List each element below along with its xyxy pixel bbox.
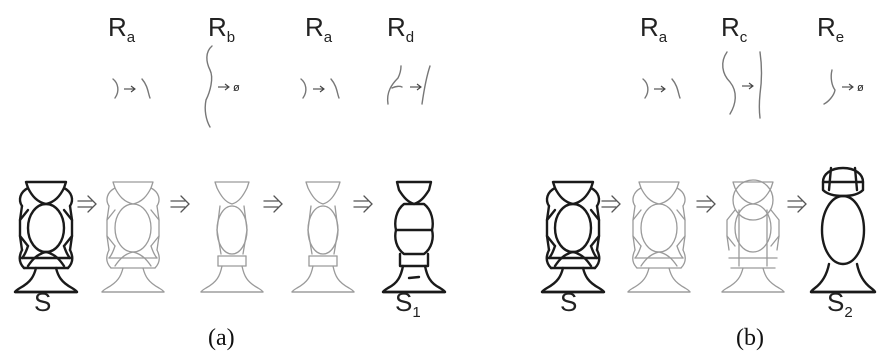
vase-figure-step3 <box>291 181 355 293</box>
vase-figure-s2 <box>809 166 877 294</box>
rule-pictogram-a4 <box>386 65 431 105</box>
rule-pictogram-a2: ø <box>204 45 240 128</box>
vase-figure-s <box>540 180 606 294</box>
rule-pictogram-b2 <box>722 51 763 119</box>
rule-pictogram-a3 <box>300 78 340 99</box>
empty-set-symbol-b3: ø <box>857 82 864 94</box>
panel-b: Ra Rc Re ø S S2 (b) <box>540 12 877 351</box>
implies-arrow <box>170 195 190 213</box>
panel-caption-b: (b) <box>736 325 764 351</box>
implies-arrow <box>787 195 807 213</box>
empty-set-symbol-a2: ø <box>233 82 240 94</box>
panel-caption-a: (a) <box>208 325 235 351</box>
figure-label-s: S <box>34 287 51 317</box>
rule-label-b3: Re <box>817 12 844 46</box>
vase-figure-step2 <box>200 181 264 293</box>
rule-pictogram-b3: ø <box>823 69 864 105</box>
figure-label-s2: S2 <box>827 287 853 321</box>
vase-figure-step1 <box>101 181 165 293</box>
rule-label-a2: Rb <box>208 12 235 46</box>
rule-label-b1: Ra <box>640 12 668 46</box>
panel-a: Ra Rb Ra Rd ø <box>13 12 447 351</box>
rule-label-a3: Ra <box>305 12 333 46</box>
rule-pictogram-a1 <box>112 78 151 99</box>
figure-label-s: S <box>560 287 577 317</box>
implies-arrow <box>353 195 373 213</box>
vase-figure-s <box>13 180 79 294</box>
rule-label-a4: Rd <box>387 12 414 46</box>
rule-label-b2: Rc <box>721 12 748 46</box>
rule-pictogram-b1 <box>642 78 681 99</box>
vase-figure-step1 <box>627 181 691 293</box>
implies-arrow <box>77 195 97 213</box>
vase-figure-s1 <box>381 180 447 294</box>
vase-figure-step2 <box>721 179 785 293</box>
implies-arrow <box>601 195 621 213</box>
rule-label-a1: Ra <box>108 12 136 46</box>
figure-label-s1: S1 <box>395 287 421 321</box>
implies-arrow <box>696 195 716 213</box>
implies-arrow <box>263 195 283 213</box>
